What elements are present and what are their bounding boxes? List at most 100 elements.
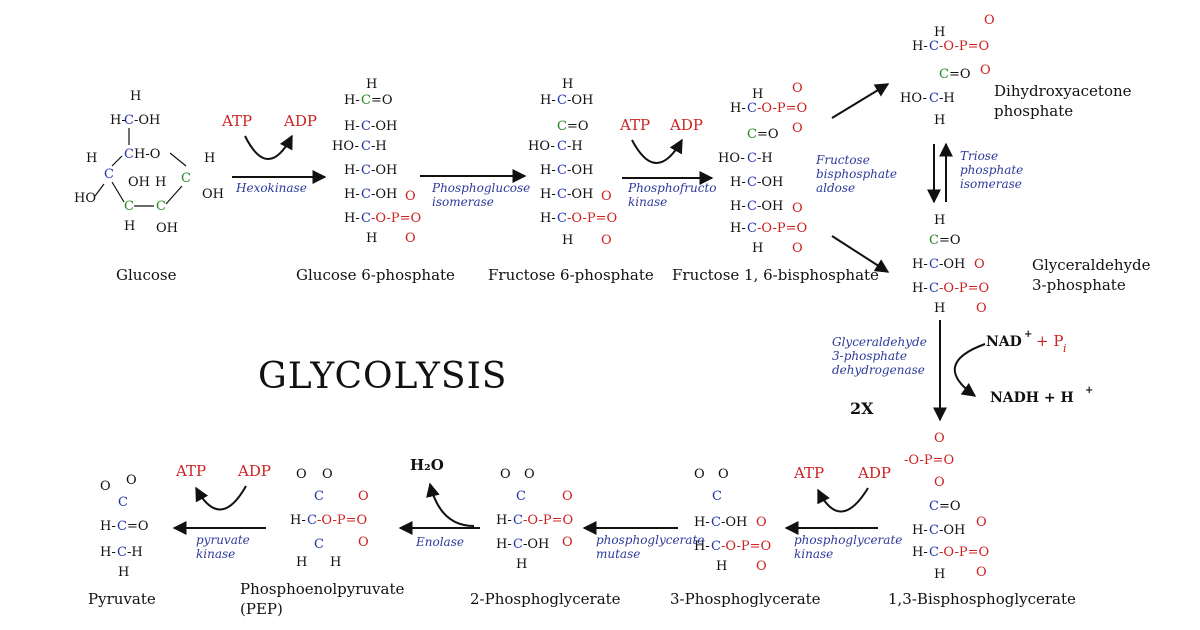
pep-label-line1: Phosphoenolpyruvate [240, 580, 404, 598]
svg-text:H-: H- [730, 175, 746, 190]
svg-text:-H: -H [127, 545, 143, 560]
svg-text:C: C [156, 199, 166, 214]
svg-text:H: H [118, 565, 129, 580]
svg-text:H-: H- [730, 101, 746, 116]
svg-text:O: O [562, 489, 573, 504]
svg-text:Glyceraldehyde: Glyceraldehyde [832, 335, 927, 349]
multiplier-label: 2X [850, 399, 874, 418]
svg-text:O: O [756, 515, 767, 530]
svg-text:C: C [939, 67, 949, 82]
svg-text:C: C [747, 127, 757, 142]
svg-text:O: O [322, 467, 333, 482]
svg-text:C: C [929, 233, 939, 248]
svg-text:O: O [500, 467, 511, 482]
svg-text:ATP: ATP [619, 116, 650, 134]
enolase-label: Enolase [415, 535, 464, 549]
svg-text:Phosphofructo: Phosphofructo [627, 181, 717, 195]
svg-text:C: C [557, 119, 567, 134]
hexokinase-label: Hexokinase [235, 181, 307, 195]
svg-text:C: C [361, 187, 371, 202]
svg-text:O: O [976, 515, 987, 530]
svg-text:H: H [934, 113, 945, 128]
adp-label-hexokinase: ADP [283, 112, 317, 130]
svg-text:H: H [330, 555, 341, 570]
dhap-label-line1: Dihydroxyacetone [994, 82, 1132, 100]
svg-text:C: C [557, 139, 567, 154]
svg-text:-O-P=O: -O-P=O [757, 221, 807, 236]
svg-text:H-: H- [344, 93, 360, 108]
svg-text:kinase: kinase [794, 547, 833, 561]
svg-text:HO-: HO- [900, 91, 927, 106]
svg-text:=O: =O [567, 119, 589, 134]
svg-text:H: H [366, 77, 377, 92]
svg-text:H-: H- [110, 113, 126, 128]
svg-text:isomerase: isomerase [432, 195, 494, 209]
svg-text:C: C [361, 93, 371, 108]
svg-text:C: C [929, 257, 939, 272]
svg-text:O: O [126, 473, 137, 488]
pyruvate-structure: O O C H- C =O H- C -H H [100, 473, 149, 580]
svg-text:C: C [929, 39, 939, 54]
svg-text:H-: H- [344, 211, 360, 226]
enolase-step: H₂O Enolase [398, 456, 480, 549]
svg-text:C: C [314, 489, 324, 504]
svg-text:ATP: ATP [793, 464, 824, 482]
svg-text:H-: H- [344, 119, 360, 134]
svg-text:O: O [562, 535, 573, 550]
water-label: H₂O [410, 456, 444, 474]
svg-text:H: H [86, 151, 97, 166]
svg-text:H-: H- [694, 539, 710, 554]
svg-text:C: C [711, 539, 721, 554]
svg-text:H-: H- [730, 221, 746, 236]
gapdh-step: NAD + + P i NADH + H + Glyceraldehyde 3-… [832, 320, 1093, 422]
svg-text:H: H [752, 87, 763, 102]
svg-text:-OH: -OH [371, 187, 397, 202]
svg-text:phosphoglycerate: phosphoglycerate [596, 533, 704, 547]
svg-text:C: C [929, 281, 939, 296]
svg-text:H: H [934, 25, 945, 40]
svg-text:H-: H- [912, 545, 928, 560]
svg-text:-O-P=O: -O-P=O [721, 539, 771, 554]
svg-text:=O: =O [371, 93, 393, 108]
svg-text:C: C [711, 515, 721, 530]
svg-text:C: C [513, 513, 523, 528]
svg-text:pyruvate: pyruvate [196, 533, 250, 547]
glucose-6-phosphate-structure: H H- C =O H- C -OH HO- C -H H- C -OH H- … [332, 77, 421, 246]
svg-text:O: O [358, 489, 369, 504]
svg-text:C: C [118, 495, 128, 510]
svg-text:ADP: ADP [857, 464, 891, 482]
svg-text:HO: HO [74, 191, 96, 206]
svg-text:O: O [976, 565, 987, 580]
svg-text:-O-P=O: -O-P=O [317, 513, 367, 528]
svg-text:O: O [792, 201, 803, 216]
svg-text:C: C [124, 113, 134, 128]
svg-text:-OH: -OH [523, 537, 549, 552]
svg-text:H: H [366, 231, 377, 246]
svg-text:phosphate: phosphate [960, 163, 1023, 177]
svg-text:H-: H- [912, 39, 928, 54]
svg-text:C: C [361, 211, 371, 226]
svg-text:C: C [361, 119, 371, 134]
svg-text:H: H [124, 219, 135, 234]
svg-text:H-: H- [540, 211, 556, 226]
svg-text:O: O [601, 233, 612, 248]
svg-text:C: C [104, 167, 114, 182]
tpi-step: Triose phosphate isomerase [927, 142, 1023, 204]
svg-text:C: C [747, 199, 757, 214]
nadh-label: NADH + H [990, 390, 1074, 406]
svg-text:O: O [792, 241, 803, 256]
fructose-6-phosphate-label: Fructose 6-phosphate [488, 266, 654, 284]
svg-text:i: i [1063, 342, 1067, 355]
svg-text:Phosphoglucose: Phosphoglucose [431, 181, 530, 195]
svg-text:H-: H- [540, 187, 556, 202]
svg-text:-O-P=O: -O-P=O [939, 545, 989, 560]
svg-text:=O: =O [939, 499, 961, 514]
svg-text:HO-: HO- [332, 139, 359, 154]
svg-text:C: C [557, 163, 567, 178]
svg-text:H-: H- [496, 513, 512, 528]
svg-text:bisphosphate: bisphosphate [816, 167, 897, 181]
svg-text:C: C [124, 147, 134, 162]
pyruvate-label: Pyruvate [88, 590, 156, 608]
svg-text:OH: OH [202, 187, 224, 202]
